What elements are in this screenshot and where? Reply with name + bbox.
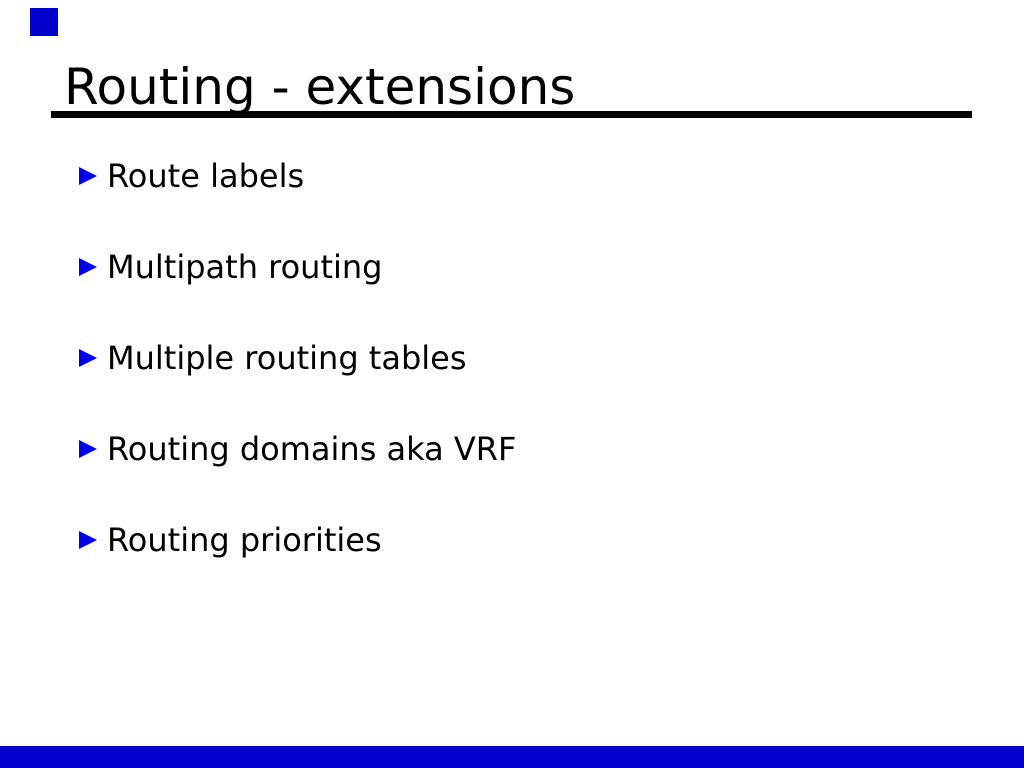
bottom-decoration-bar <box>0 746 1024 768</box>
bullet-label: Route labels <box>107 157 305 195</box>
bullet-label: Routing domains aka VRF <box>107 430 517 468</box>
triangle-bullet-icon <box>79 258 97 276</box>
bullet-item: Multiple routing tables <box>79 338 467 378</box>
bullet-item: Routing domains aka VRF <box>79 429 516 469</box>
bullet-label: Routing priorities <box>107 521 382 559</box>
triangle-bullet-icon <box>79 349 97 367</box>
triangle-bullet-icon <box>79 531 97 549</box>
corner-decoration-square <box>30 8 58 36</box>
bullet-item: Route labels <box>79 156 304 196</box>
bullet-item: Routing priorities <box>79 520 382 560</box>
bullet-label: Multipath routing <box>107 248 383 286</box>
title-underline-rule <box>51 111 972 118</box>
bullet-label: Multiple routing tables <box>107 339 467 377</box>
slide-title: Routing - extensions <box>64 58 576 116</box>
triangle-bullet-icon <box>79 167 97 185</box>
triangle-bullet-icon <box>79 440 97 458</box>
bullet-item: Multipath routing <box>79 247 382 287</box>
